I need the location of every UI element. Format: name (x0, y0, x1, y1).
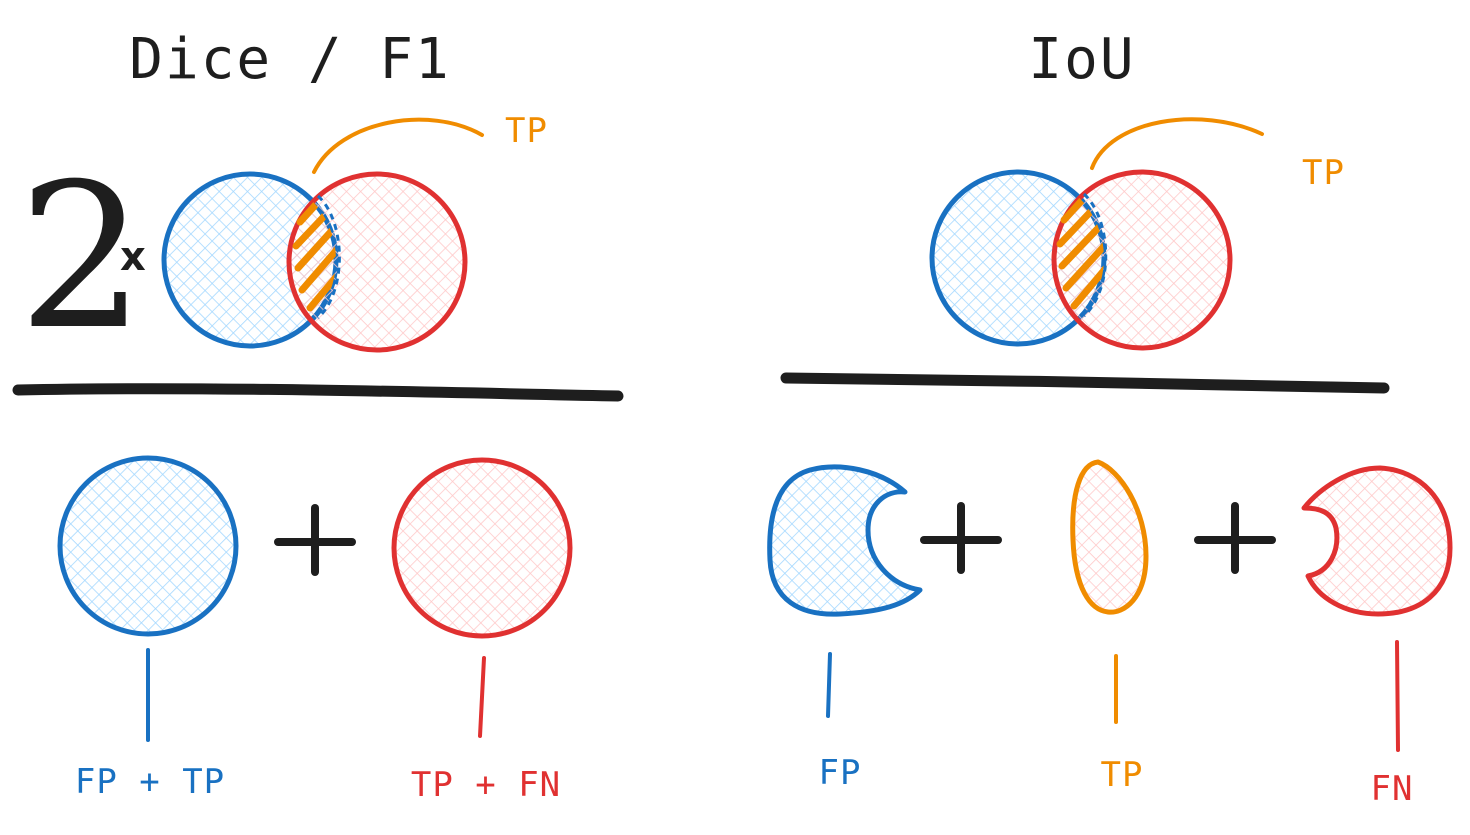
iou-plus-sign-1 (920, 502, 1002, 574)
iou-tp-overlap-scribble (1056, 194, 1104, 310)
iou-fraction-bar (780, 372, 1390, 394)
iou-fp-line (826, 652, 832, 718)
dice-fraction-bar (12, 383, 624, 402)
dice-right-term-line (478, 656, 486, 738)
iou-ground-truth-circle (1051, 169, 1233, 351)
iou-fn-shape (1301, 465, 1453, 617)
dice-right-term-label: TP + FN (411, 765, 561, 805)
dice-section: Dice / F1 TP 2 x FP + TP TP + FN (12, 27, 624, 805)
dice-times-sign: x (120, 234, 146, 280)
dice-overlap-edge (316, 194, 341, 320)
iou-fn-line (1395, 640, 1400, 752)
iou-fn-label: FN (1371, 769, 1414, 809)
dice-plus-sign (274, 504, 356, 576)
dice-tp-label: TP (505, 111, 548, 151)
iou-fp-shape (767, 464, 923, 617)
iou-numerator-venn (929, 169, 1233, 351)
dice-multiplier: 2 (18, 141, 145, 374)
iou-title: IoU (1028, 27, 1135, 92)
dice-ground-truth-circle (286, 171, 468, 353)
dice-tp-callout-line (312, 117, 484, 174)
dice-numerator-venn (161, 171, 468, 353)
dice-denominator-blue-circle (57, 455, 239, 637)
iou-tp-shape (1070, 459, 1149, 615)
dice-tp-overlap-scribble (292, 196, 336, 312)
iou-tp-term-label: TP (1101, 755, 1144, 795)
iou-tp-callout-line (1090, 117, 1264, 170)
dice-title: Dice / F1 (129, 27, 450, 92)
iou-tp-label: TP (1302, 153, 1345, 193)
iou-plus-sign-2 (1194, 502, 1276, 574)
iou-section: IoU TP FP (767, 27, 1453, 809)
dice-denominator-red-circle (391, 457, 573, 639)
iou-fp-label: FP (819, 753, 862, 793)
dice-left-term-label: FP + TP (75, 762, 225, 802)
iou-overlap-edge (1082, 192, 1108, 318)
